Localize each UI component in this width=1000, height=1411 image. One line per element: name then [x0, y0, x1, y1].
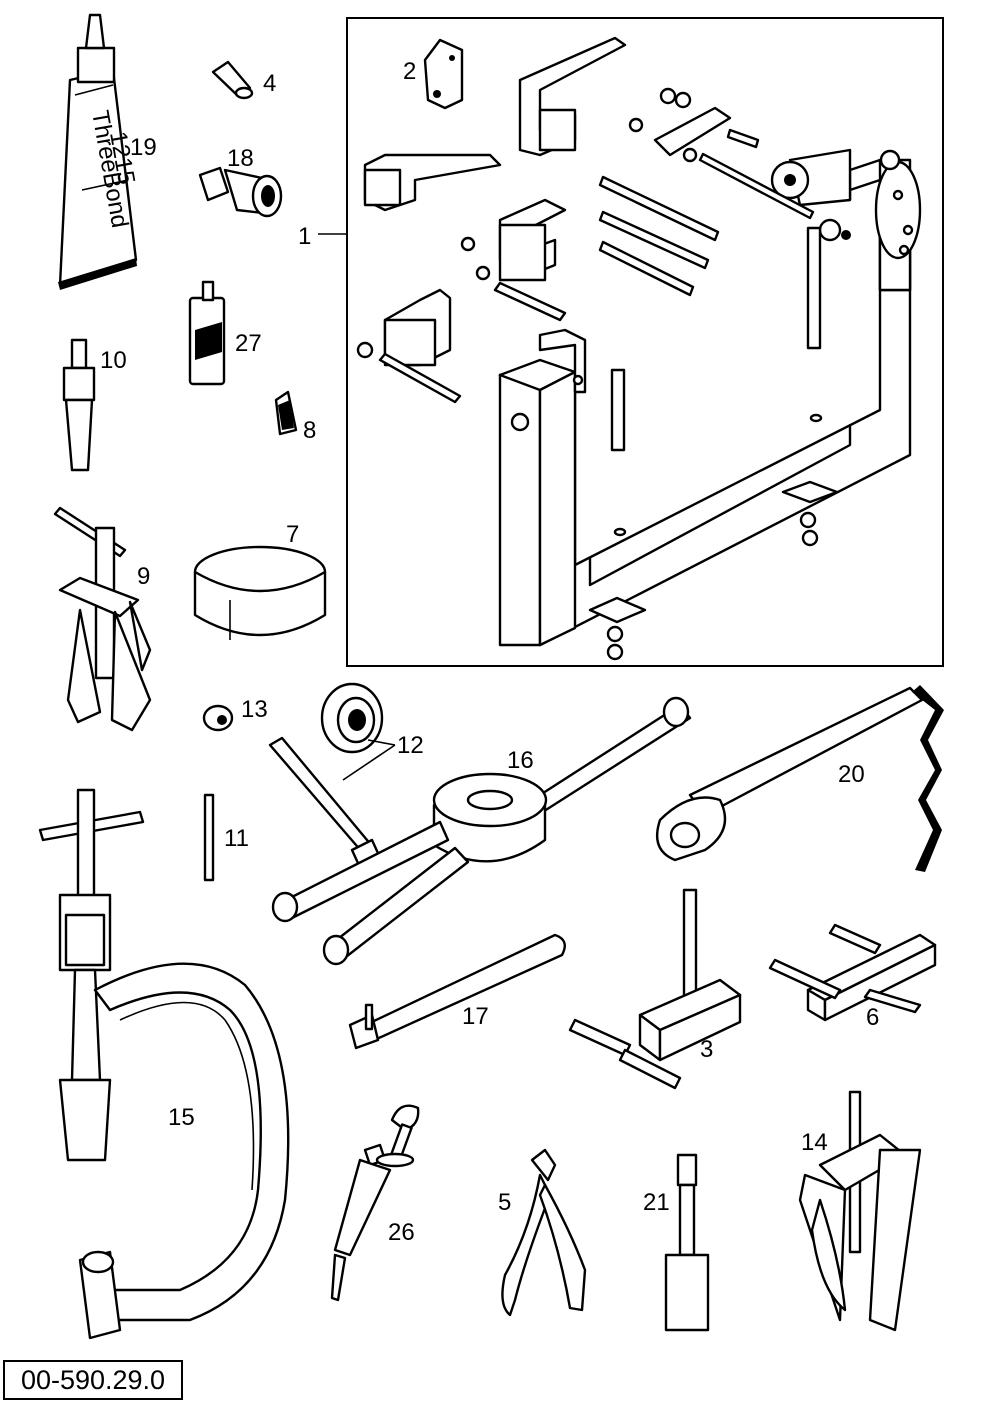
plug-part-4 — [211, 60, 254, 100]
callout-19: 19 — [130, 134, 157, 161]
callout-4: 4 — [263, 70, 276, 97]
callout-1: 1 — [298, 223, 311, 250]
callout-9: 9 — [137, 563, 150, 590]
bearing-puller-part-12 — [268, 682, 396, 874]
callout-2: 2 — [403, 58, 416, 85]
callout-5: 5 — [498, 1189, 511, 1216]
engine-stand-main-frame — [498, 148, 922, 661]
callout-15: 15 — [168, 1104, 195, 1131]
pin-part-11 — [203, 793, 215, 882]
puller-part-10 — [62, 338, 96, 472]
bar-puller-part-6 — [768, 923, 937, 1022]
flat-spanner-part-17 — [348, 933, 566, 1050]
callout-14: 14 — [801, 1129, 828, 1156]
callout-16: 16 — [507, 747, 534, 774]
callout-11: 11 — [224, 825, 249, 852]
drift-part-21 — [664, 1153, 710, 1332]
callout-17: 17 — [462, 1003, 489, 1030]
c-clamp-part-15 — [38, 788, 290, 1340]
grease-syringe-part-26 — [330, 1104, 420, 1302]
chain-wrench-part-20 — [655, 685, 944, 872]
callout-8: 8 — [303, 417, 316, 444]
circlip-pliers-part-5 — [501, 1148, 587, 1317]
callout-7: 7 — [286, 521, 299, 548]
two-jaw-puller-part-14 — [798, 1090, 922, 1332]
adapter-part-18 — [198, 166, 283, 218]
engine-stand-brackets — [356, 36, 822, 452]
crankshaft-tool-part-16 — [271, 696, 692, 966]
callout-20: 20 — [838, 761, 865, 788]
callout-18: 18 — [227, 145, 254, 172]
loctite-bottle-part-27 — [188, 280, 226, 386]
callout-12: 12 — [397, 732, 424, 759]
drawing-number-box: 00-590.29.0 — [3, 1360, 183, 1400]
callout-6: 6 — [866, 1004, 879, 1031]
callout-13: 13 — [241, 696, 268, 723]
callout-3: 3 — [700, 1036, 713, 1063]
chain-breaker-part-3 — [568, 888, 742, 1090]
engine-stand-frame — [346, 17, 944, 667]
bushing-part-13 — [202, 704, 234, 732]
three-jaw-puller-part-9 — [53, 506, 152, 732]
thread-tap-part-8 — [274, 390, 298, 436]
callout-26: 26 — [388, 1219, 415, 1246]
callout-27: 27 — [235, 330, 262, 357]
piston-ring-compressor-part-7 — [193, 545, 327, 640]
threebond-sealant-tube: ThreeBond 1215 — [58, 13, 140, 290]
callout-10: 10 — [100, 347, 127, 374]
callout-21: 21 — [643, 1189, 670, 1216]
